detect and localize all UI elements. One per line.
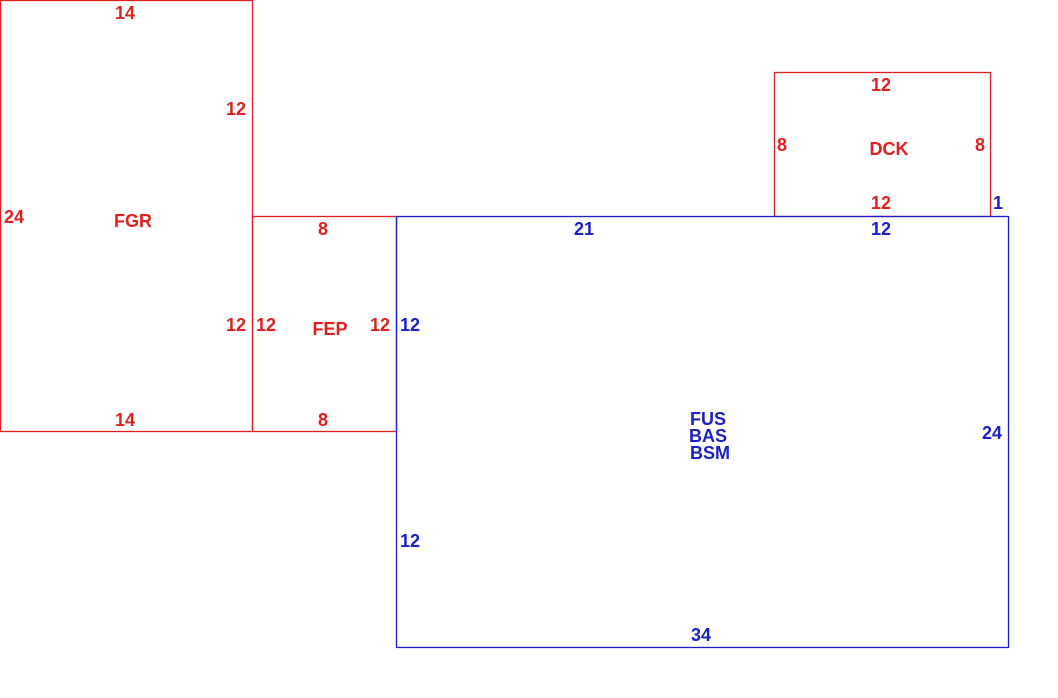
fep-bottom-dimension: 8 xyxy=(318,410,328,430)
fep-right-dimension: 12 xyxy=(370,315,390,335)
dck-top-dimension: 12 xyxy=(871,75,891,95)
fep-top-dimension: 8 xyxy=(318,219,328,239)
fgr-left-dimension: 24 xyxy=(4,207,24,227)
main-outline xyxy=(395,215,1010,649)
area-dck: DCK 12 8 8 12 xyxy=(773,71,992,218)
fgr-bottom-dimension: 14 xyxy=(115,410,135,430)
dck-left-dimension: 8 xyxy=(777,135,787,155)
area-main: FUS BAS BSM 21 12 1 12 12 24 34 xyxy=(395,193,1010,649)
dck-right-dimension: 8 xyxy=(975,135,985,155)
fgr-top-dimension: 14 xyxy=(115,3,135,23)
main-left-lower-dimension: 12 xyxy=(400,531,420,551)
main-notch-dimension: 1 xyxy=(993,193,1003,213)
main-label-bsm: BSM xyxy=(690,443,730,463)
fgr-right-upper-dimension: 12 xyxy=(226,99,246,119)
main-label-bas: BAS xyxy=(689,426,727,446)
area-fep: FEP 8 12 12 8 xyxy=(251,215,398,433)
main-top-left-dimension: 21 xyxy=(574,219,594,239)
main-top-right-dimension: 12 xyxy=(871,219,891,239)
main-right-dimension: 24 xyxy=(982,423,1002,443)
area-fgr: FGR 14 12 12 24 14 xyxy=(0,0,254,433)
fgr-right-lower-dimension: 12 xyxy=(226,315,246,335)
fep-label: FEP xyxy=(312,319,347,339)
main-label-fus: FUS xyxy=(690,409,726,429)
dck-bottom-dimension: 12 xyxy=(871,193,891,213)
main-bottom-dimension: 34 xyxy=(691,625,711,645)
dck-label: DCK xyxy=(870,139,909,159)
main-left-upper-dimension: 12 xyxy=(400,315,420,335)
fep-left-dimension: 12 xyxy=(256,315,276,335)
fgr-label: FGR xyxy=(114,211,152,231)
